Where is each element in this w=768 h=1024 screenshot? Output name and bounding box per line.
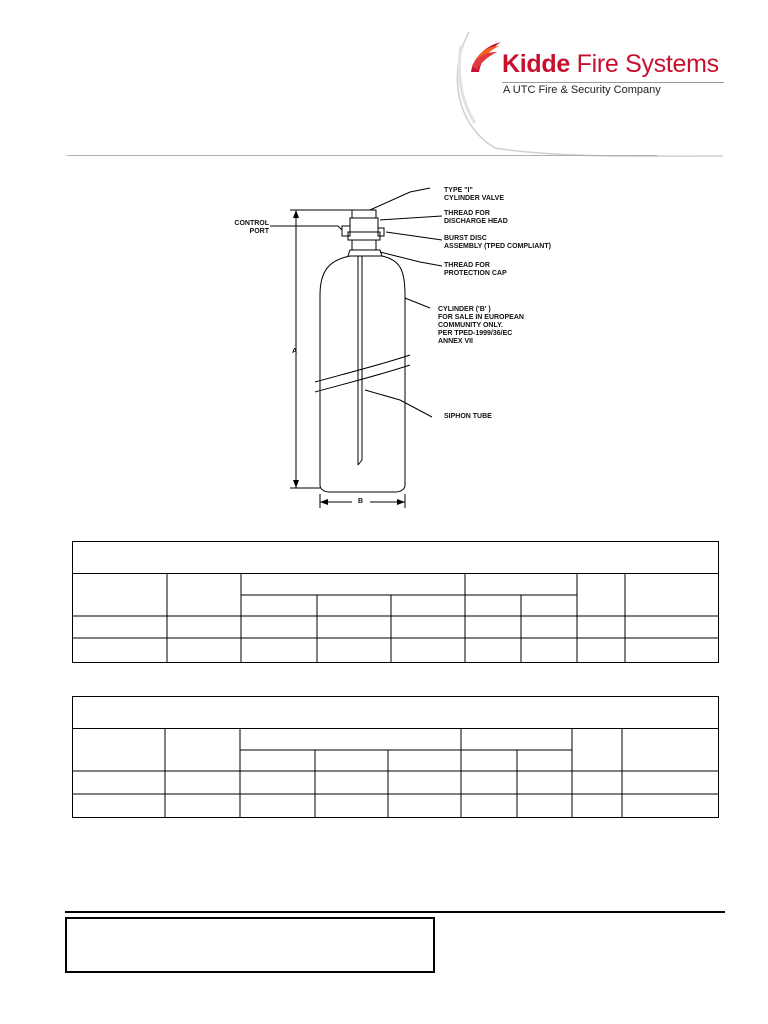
label-cylinder-valve: TYPE "I" CYLINDER VALVE [444,187,505,202]
brand-underline [502,82,724,83]
label-siphon-tube: SIPHON TUBE [444,413,492,420]
brand-name: Kidde Fire Systems [502,50,719,79]
flame-icon [471,42,501,72]
spec-table-2 [72,696,719,818]
logo-swoosh-graphic [456,31,724,157]
label-cylinder: CYLINDER ('B' ) FOR SALE IN EUROPEAN COM… [438,306,524,345]
label-control-port: CONTROL PORT [234,220,269,235]
brand-fire-systems: Fire Systems [569,50,720,78]
spec-table-1 [72,541,719,663]
table-2-title-row [73,697,718,729]
label-dimension-b: B [358,498,364,505]
kidde-logo: Kidde Fire Systems A UTC Fire & Security… [455,28,735,158]
footer-box [65,917,435,973]
brand-tagline: A UTC Fire & Security Company [503,84,661,96]
label-dimension-a: A [292,348,298,355]
table-1-grid [73,574,718,662]
table-1-title-row [73,542,718,574]
label-thread-discharge-head: THREAD FOR DISCHARGE HEAD [444,210,508,225]
cylinder-diagram: TYPE "I" CYLINDER VALVE THREAD FOR DISCH… [220,180,560,520]
footer-rule [65,911,725,913]
table-2-grid [73,729,718,817]
label-burst-disc: BURST DISC ASSEMBLY (TPED COMPLIANT) [444,235,551,250]
header-rule [67,155,657,156]
label-thread-protection-cap: THREAD FOR PROTECTION CAP [444,262,507,277]
brand-kidde: Kidde [502,50,570,78]
cylinder-drawing [270,187,443,508]
